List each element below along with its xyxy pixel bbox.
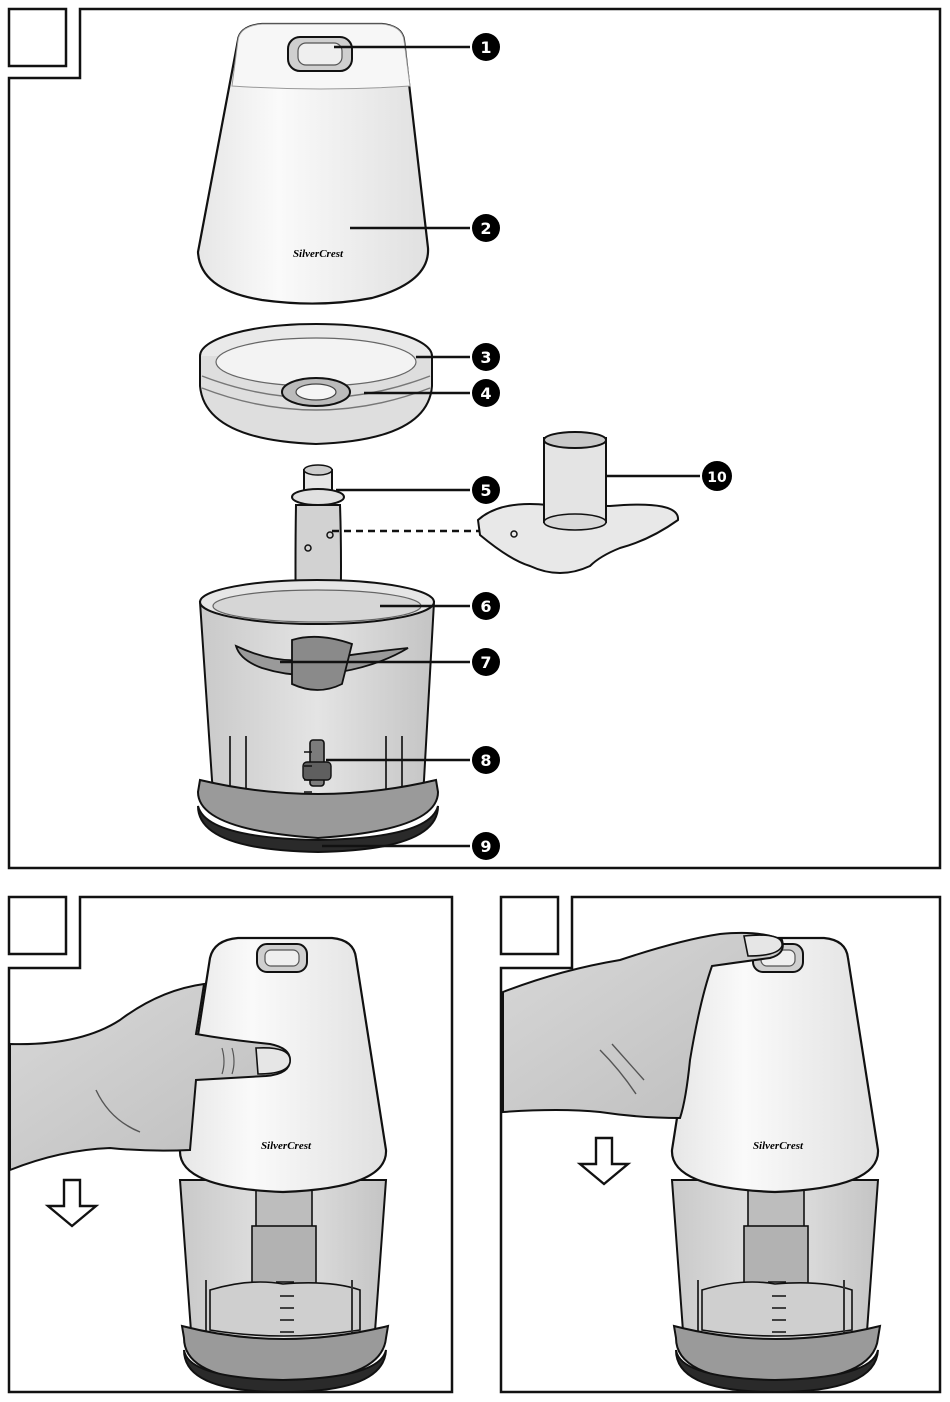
chopper-assembled: SilverCrest (180, 938, 388, 1392)
figure-2: SilverCrest (9, 897, 452, 1392)
emulsifying-disc (478, 432, 678, 573)
callout-4: 4 (472, 379, 500, 407)
motor-unit: SilverCrest (198, 24, 428, 304)
svg-text:7: 7 (480, 653, 491, 672)
callout-8: 8 (472, 746, 500, 774)
callout-3: 3 (472, 343, 500, 371)
figure-3-label-box (501, 897, 558, 954)
bowl-lid (200, 324, 432, 444)
svg-text:4: 4 (480, 384, 491, 403)
figure-1-label-box (9, 9, 66, 66)
figure-1-frame (9, 9, 940, 868)
callout-2: 2 (472, 214, 500, 242)
svg-text:10: 10 (707, 470, 727, 486)
callout-1: 1 (472, 33, 500, 61)
figure-2-label-box (9, 897, 66, 954)
chopper-assembled-fig3: SilverCrest (672, 938, 880, 1392)
brand-logo: SilverCrest (293, 248, 344, 260)
svg-text:6: 6 (480, 597, 491, 616)
svg-text:2: 2 (480, 219, 491, 238)
down-arrow-icon-fig3 (580, 1138, 628, 1184)
svg-text:5: 5 (480, 481, 491, 500)
callout-9: 9 (472, 832, 500, 860)
callout-7: 7 (472, 648, 500, 676)
figure-1: SilverCrest (9, 9, 940, 868)
svg-text:9: 9 (480, 837, 491, 856)
down-arrow-icon (48, 1180, 96, 1226)
brand-logo-fig3: SilverCrest (753, 1140, 804, 1152)
callout-10: 10 (702, 461, 732, 491)
svg-text:1: 1 (480, 38, 491, 57)
figure-3: SilverCrest (501, 897, 940, 1392)
brand-logo-fig2: SilverCrest (261, 1140, 312, 1152)
callout-6: 6 (472, 592, 500, 620)
svg-text:8: 8 (480, 751, 491, 770)
svg-text:3: 3 (480, 348, 491, 367)
callout-5: 5 (472, 476, 500, 504)
